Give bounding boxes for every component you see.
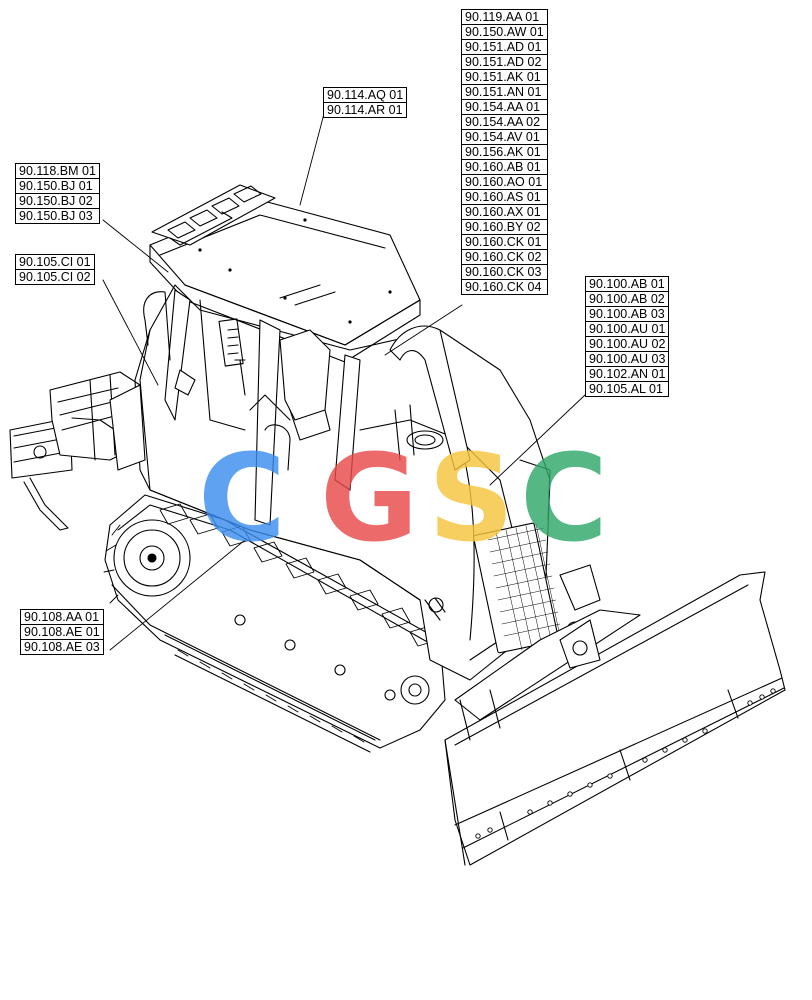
part-ref-label[interactable]: 90.119.AA 01 — [461, 9, 548, 25]
part-ref-label[interactable]: 90.100.AU 03 — [585, 351, 670, 367]
track-shoe-pattern — [103, 503, 439, 743]
grille-mesh — [487, 523, 561, 651]
part-ref-label[interactable]: 90.154.AA 02 — [461, 114, 548, 130]
callout-left-top: 90.118.BM 01 90.150.BJ 01 90.150.BJ 02 9… — [15, 163, 100, 224]
part-ref-label[interactable]: 90.160.CK 04 — [461, 279, 548, 295]
part-ref-label[interactable]: 90.108.AE 03 — [20, 639, 104, 655]
dozer-blade — [444, 571, 786, 866]
callout-left-middle: 90.105.CI 01 90.105.CI 02 — [15, 254, 95, 285]
part-ref-label[interactable]: 90.100.AB 03 — [585, 306, 670, 322]
part-ref-label[interactable]: 90.118.BM 01 — [15, 163, 100, 179]
part-ref-label[interactable]: 90.114.AQ 01 — [323, 87, 408, 103]
part-ref-label[interactable]: 90.160.AO 01 — [461, 174, 548, 190]
watermark-letter: C — [198, 430, 286, 569]
part-ref-label[interactable]: 90.105.AL 01 — [585, 381, 670, 397]
operator-cab — [109, 184, 421, 526]
watermark-letter: C — [520, 430, 608, 569]
part-ref-label[interactable]: 90.160.AB 01 — [461, 159, 548, 175]
callout-cab-roof: 90.114.AQ 01 90.114.AR 01 — [323, 87, 408, 118]
part-ref-label[interactable]: 90.160.CK 01 — [461, 234, 548, 250]
watermark-letter: S — [428, 430, 514, 569]
callout-right-tall: 90.119.AA 01 90.150.AW 01 90.151.AD 01 9… — [461, 9, 548, 295]
part-ref-label[interactable]: 90.150.BJ 01 — [15, 178, 100, 194]
part-ref-label[interactable]: 90.151.AN 01 — [461, 84, 548, 100]
part-ref-label[interactable]: 90.154.AA 01 — [461, 99, 548, 115]
part-ref-label[interactable]: 90.151.AD 01 — [461, 39, 548, 55]
part-ref-label[interactable]: 90.151.AD 02 — [461, 54, 548, 70]
part-ref-label[interactable]: 90.100.AU 02 — [585, 336, 670, 352]
leader-lines — [102, 109, 586, 651]
part-ref-label[interactable]: 90.114.AR 01 — [323, 102, 408, 118]
part-ref-label[interactable]: 90.108.AA 01 — [20, 609, 104, 625]
part-ref-label[interactable]: 90.108.AE 01 — [20, 624, 104, 640]
track-assembly — [103, 494, 446, 753]
part-ref-label[interactable]: 90.154.AV 01 — [461, 129, 548, 145]
part-ref-label[interactable]: 90.105.CI 01 — [15, 254, 95, 270]
watermark: C G S C — [198, 430, 608, 569]
part-ref-label[interactable]: 90.100.AB 01 — [585, 276, 670, 292]
part-ref-label[interactable]: 90.150.AW 01 — [461, 24, 548, 40]
part-ref-label[interactable]: 90.150.BJ 03 — [15, 208, 100, 224]
part-ref-label[interactable]: 90.102.AN 01 — [585, 366, 670, 382]
part-ref-label[interactable]: 90.151.AK 01 — [461, 69, 548, 85]
part-ref-label[interactable]: 90.160.BY 02 — [461, 219, 548, 235]
part-ref-label[interactable]: 90.160.CK 02 — [461, 249, 548, 265]
callout-right-middle: 90.100.AB 01 90.100.AB 02 90.100.AB 03 9… — [585, 276, 670, 397]
part-ref-label[interactable]: 90.156.AK 01 — [461, 144, 548, 160]
part-ref-label[interactable]: 90.105.CI 02 — [15, 269, 95, 285]
part-ref-label[interactable]: 90.100.AB 02 — [585, 291, 670, 307]
part-ref-label[interactable]: 90.160.AX 01 — [461, 204, 548, 220]
part-ref-label[interactable]: 90.150.BJ 02 — [15, 193, 100, 209]
part-ref-label[interactable]: 90.100.AU 01 — [585, 321, 670, 337]
watermark-letter: G — [320, 430, 419, 569]
callout-left-bottom: 90.108.AA 01 90.108.AE 01 90.108.AE 03 — [20, 609, 104, 655]
part-ref-label[interactable]: 90.160.AS 01 — [461, 189, 548, 205]
part-ref-label[interactable]: 90.160.CK 03 — [461, 264, 548, 280]
